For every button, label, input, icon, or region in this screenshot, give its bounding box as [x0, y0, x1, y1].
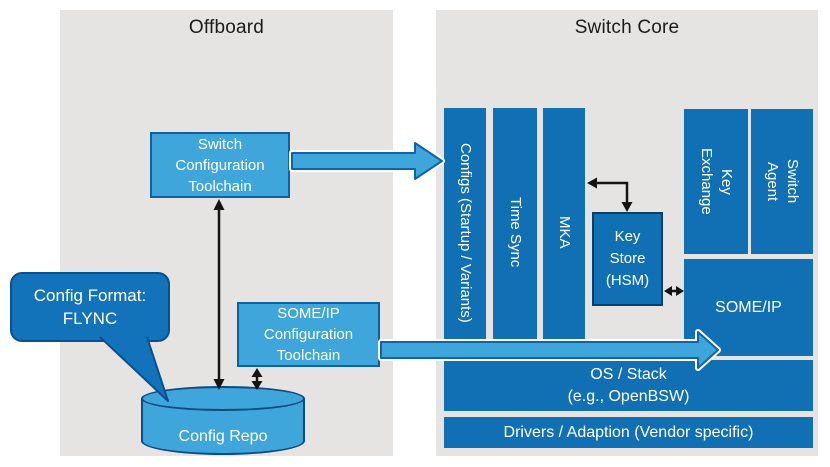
switch-config-toolchain-box: Switch Configuration Toolchain	[150, 132, 290, 198]
configs-label: Configs (Startup / Variants)	[457, 142, 474, 323]
drivers-box: Drivers / Adaption (Vendor specific)	[444, 417, 813, 448]
key-store-box: Key Store (HSM)	[592, 212, 663, 306]
config-repo-label: Config Repo	[178, 428, 268, 445]
os-stack-box: OS / Stack (e.g., OpenBSW)	[444, 360, 813, 411]
switch-config-toolchain-label: Switch Configuration Toolchain	[175, 135, 265, 195]
os-stack-label: OS / Stack (e.g., OpenBSW)	[567, 365, 690, 405]
switch-agent-label: Switch Agent	[764, 159, 801, 204]
config-format-callout-label: Config Format: FLYNC	[33, 286, 147, 328]
time-sync-column: Time Sync	[493, 108, 537, 357]
key-exchange-label: Key Exchange	[698, 148, 735, 215]
someip-config-toolchain-box: SOME/IP Configuration Toolchain	[237, 302, 380, 367]
config-format-callout: Config Format: FLYNC	[10, 272, 170, 342]
someip-config-toolchain-label: SOME/IP Configuration Toolchain	[263, 305, 354, 364]
time-sync-label: Time Sync	[507, 197, 524, 268]
someip-box: SOME/IP	[684, 259, 813, 356]
key-exchange-box: Key Exchange	[684, 109, 748, 254]
config-repo-cylinder: Config Repo	[141, 386, 305, 455]
switch-core-title: Switch Core	[574, 17, 680, 38]
offboard-title: Offboard	[188, 17, 265, 38]
drivers-label: Drivers / Adaption (Vendor specific)	[503, 423, 754, 441]
key-store-label: Key Store (HSM)	[605, 228, 650, 289]
someip-label: SOME/IP	[715, 298, 782, 316]
mka-column: MKA	[543, 108, 585, 357]
config-repo-cylinder-top	[141, 386, 305, 411]
mka-label: MKA	[556, 216, 573, 249]
configs-column: Configs (Startup / Variants)	[444, 108, 486, 357]
switch-agent-box: Switch Agent	[751, 109, 813, 254]
